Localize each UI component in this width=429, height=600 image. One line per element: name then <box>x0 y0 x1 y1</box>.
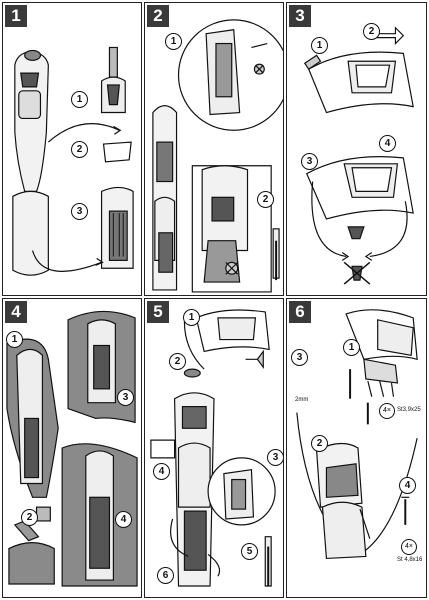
step-4: 4 <box>153 463 170 480</box>
step-3: 3 <box>117 389 134 406</box>
panel-number: 3 <box>289 5 311 27</box>
step-1: 1 <box>183 309 200 326</box>
panel-number: 1 <box>5 5 27 27</box>
panel-6-illustration <box>296 309 418 560</box>
step-2: 2 <box>363 23 380 40</box>
step-4: 4 <box>115 511 132 528</box>
step-2: 2 <box>169 353 186 370</box>
panel-number: 4 <box>5 301 27 323</box>
step-4: 4 <box>379 135 396 152</box>
step-1: 1 <box>311 37 328 54</box>
screw-spec-bottom: St 4,8x16 <box>397 557 423 563</box>
panel-3: 3 1 2 3 4 <box>286 2 427 296</box>
step-3: 3 <box>267 449 283 466</box>
step-1: 1 <box>165 33 182 50</box>
panel-3-illustration <box>303 26 414 285</box>
panel-2-illustration <box>152 19 283 293</box>
step-2: 2 <box>21 509 38 526</box>
panel-2: 2 1 2 <box>144 2 284 296</box>
panel-number: 2 <box>147 5 169 27</box>
step-2: 2 <box>257 191 274 208</box>
step-3: 3 <box>71 203 88 220</box>
panel-1: 1 <box>2 2 142 296</box>
screw-qty-top: 4× <box>379 403 395 419</box>
panel-4-illustration <box>6 310 138 587</box>
panel-number: 5 <box>147 301 169 323</box>
step-3: 3 <box>301 153 318 170</box>
panel-4: 4 1 2 3 4 <box>2 298 142 598</box>
panel-number: 6 <box>289 301 311 323</box>
panel-6: 6 1 2 3 4 4× St3,9x25 2mm <box>286 298 427 598</box>
panel-5-illustration <box>150 309 276 587</box>
step-1: 1 <box>343 339 360 356</box>
step-1: 1 <box>6 331 23 348</box>
step-6: 6 <box>157 567 174 584</box>
panel-1-illustration <box>12 46 134 276</box>
screw-spec-top: St3,9x25 <box>397 407 421 413</box>
step-3: 3 <box>291 349 308 366</box>
step-1: 1 <box>71 91 88 108</box>
drill-size: 2mm <box>295 397 309 403</box>
panel-5: 5 1 2 3 <box>144 298 284 598</box>
step-2: 2 <box>71 141 88 158</box>
step-4: 4 <box>399 477 416 494</box>
step-2: 2 <box>311 435 328 452</box>
screw-qty-bottom: 4× <box>401 539 417 555</box>
step-5: 5 <box>241 543 258 560</box>
